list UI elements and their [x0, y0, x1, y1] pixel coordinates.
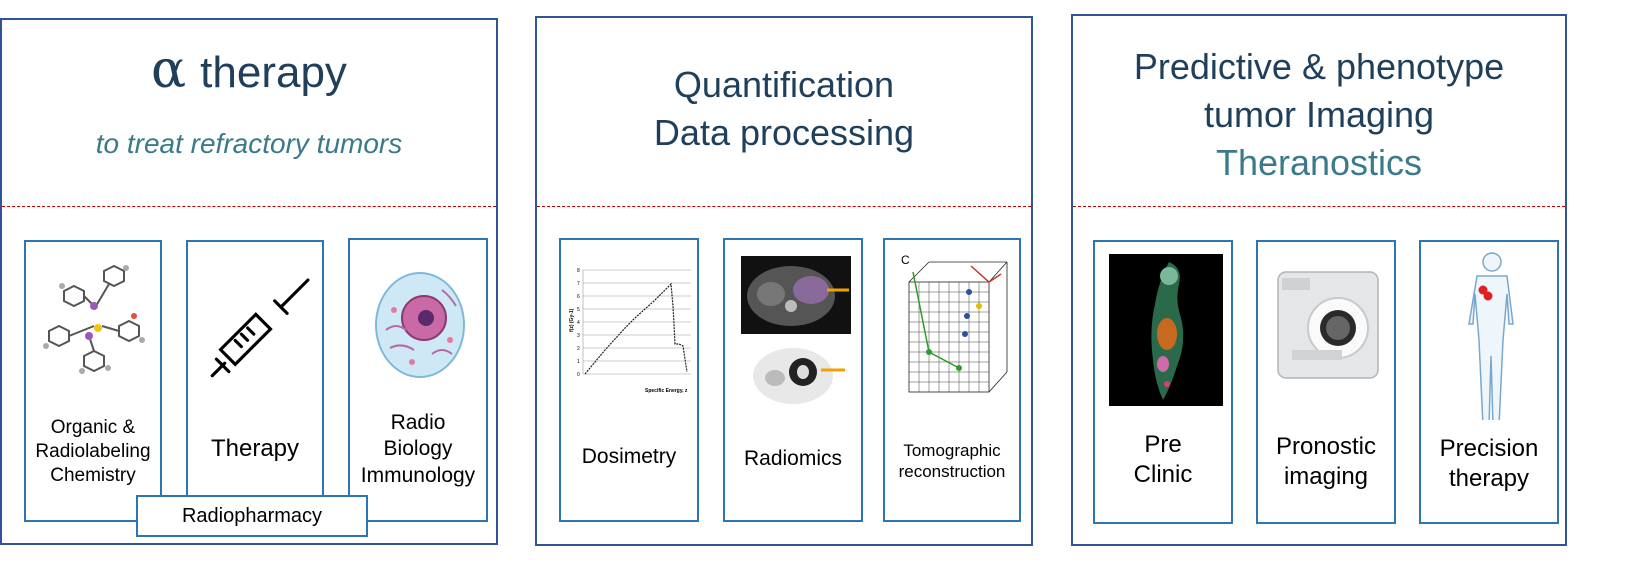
predictive-title-line1: Predictive & phenotype — [1133, 46, 1505, 87]
card-pre-clinic: Pre Clinic — [1093, 240, 1233, 524]
pet-scan-image — [741, 340, 851, 412]
cell-illustration — [375, 272, 465, 378]
quant-title-line1: Quantification — [673, 64, 895, 105]
voxel-grid-illustration: C — [901, 253, 1008, 393]
predictive-title-line3: Theranostics — [1215, 142, 1423, 183]
alpha-subtitle: to treat refractory tumors — [95, 128, 403, 159]
ct-scan-image — [741, 256, 851, 334]
preclinic-scan-image — [1109, 254, 1223, 406]
dosimetry-ytick: 3 — [577, 333, 580, 339]
card-therapy-label: Therapy — [210, 435, 300, 462]
molecule-illustration — [43, 264, 145, 374]
dosimetry-ytick: 6 — [577, 294, 580, 300]
quantification-panel: Quantification Data processing 0 1 2 3 4 5 6 7 8… — [535, 16, 1033, 546]
predictive-title-line2: tumor Imaging — [1203, 94, 1435, 135]
human-body-illustration — [1468, 252, 1514, 420]
card-precision-therapy: Precision therapy — [1419, 240, 1559, 524]
dosimetry-ytick: 5 — [577, 307, 580, 313]
card-pronostic-label: Pronostic imaging — [1275, 433, 1377, 490]
panel-divider — [1073, 206, 1565, 207]
svg-text:C: C — [901, 253, 910, 267]
card-dosimetry: 0 1 2 3 4 5 6 7 8 f(z) (Gy-1) Specific Energy, z… — [559, 238, 699, 522]
card-tomographic-label: Tomographic reconstruction — [898, 441, 1006, 482]
card-therapy: Therapy — [186, 240, 324, 522]
dosimetry-ytick: 4 — [577, 320, 580, 326]
card-radio-biology: Radio Biology Immunology — [348, 238, 488, 522]
dosimetry-ytick: 8 — [577, 268, 580, 274]
dosimetry-ylabel: f(z) (Gy-1) — [569, 308, 575, 332]
card-precision-label: Precision therapy — [1439, 435, 1539, 492]
dosimetry-chart: 0 1 2 3 4 5 6 7 8 f(z) (Gy-1) Specific Energy, z — [569, 268, 691, 394]
card-pronostic-imaging: Pronostic imaging — [1256, 240, 1396, 524]
dosimetry-xlabel: Specific Energy, z — [645, 388, 688, 394]
dosimetry-curve — [584, 282, 688, 375]
alpha-title: α therapy — [2, 40, 496, 100]
card-radio-biology-label: Radio Biology Immunology — [360, 411, 476, 487]
dosimetry-ytick: 1 — [577, 359, 580, 365]
alpha-symbol: α — [151, 40, 187, 100]
card-tomographic: C Tomographic reconstruction — [883, 238, 1021, 522]
pet-scanner-icon — [1277, 271, 1379, 379]
alpha-title-text: therapy — [200, 48, 347, 97]
alpha-therapy-panel: α therapy to treat refractory tumors — [0, 18, 498, 545]
predictive-imaging-panel: Predictive & phenotype tumor Imaging The… — [1071, 14, 1567, 546]
dosimetry-ytick: 7 — [577, 281, 580, 287]
card-radiomics: Radiomics — [723, 238, 863, 522]
panel-divider — [537, 206, 1031, 207]
card-pre-clinic-label: Pre Clinic — [1133, 431, 1193, 488]
quant-title-line2: Data processing — [653, 112, 915, 153]
panel-divider — [2, 206, 496, 207]
syringe-icon — [210, 278, 310, 378]
card-organic-label: Organic & Radiolabeling Chemistry — [35, 417, 151, 486]
dosimetry-ytick: 0 — [577, 372, 580, 378]
card-dosimetry-label: Dosimetry — [581, 445, 677, 468]
dosimetry-ytick: 2 — [577, 346, 580, 352]
card-organic-chemistry: Organic & Radiolabeling Chemistry — [24, 240, 162, 522]
radiopharmacy-label: Radiopharmacy — [136, 495, 368, 537]
card-radiomics-label: Radiomics — [743, 447, 843, 470]
